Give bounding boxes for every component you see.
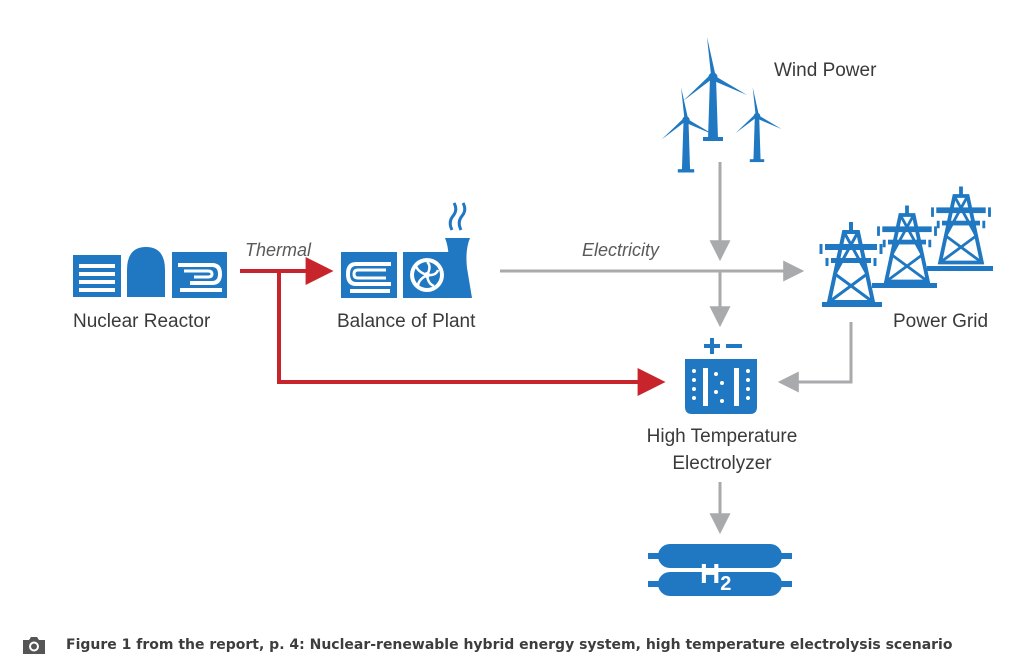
electrolyzer-label-line1: High Temperature <box>647 426 798 447</box>
electrolyzer-label-line2: Electrolyzer <box>672 453 772 474</box>
nuclear-reactor-icon <box>73 247 227 298</box>
thermal-arrow-to-electrolyzer <box>277 271 666 396</box>
camera-icon <box>23 637 45 654</box>
thermal-flow-lines <box>240 257 666 396</box>
power-grid-icon <box>819 184 993 307</box>
balance-of-plant-label: Balance of Plant <box>337 311 476 332</box>
electricity-label: Electricity <box>582 240 660 260</box>
nuclear-reactor-label: Nuclear Reactor <box>73 311 211 332</box>
hydrogen-symbol: H2 <box>700 558 731 595</box>
power-grid-label: Power Grid <box>893 311 988 332</box>
figure-caption: Figure 1 from the report, p. 4: Nuclear-… <box>22 630 952 660</box>
energy-system-diagram: Thermal Electricity Nuclear Reactor <box>73 37 993 596</box>
electricity-flow-lines <box>500 162 853 535</box>
wind-turbines-icon <box>661 37 782 173</box>
hydrogen-tank-icon: H2 <box>648 544 792 596</box>
electrolyzer-icon <box>685 338 757 414</box>
wind-power-label: Wind Power <box>774 60 877 81</box>
balance-of-plant-icon <box>341 202 472 298</box>
hydrogen-subscript: 2 <box>720 573 731 595</box>
caption-text: Figure 1 from the report, p. 4: Nuclear-… <box>66 637 953 653</box>
thermal-label: Thermal <box>245 240 312 260</box>
grid-arrow-to-electrolyzer <box>777 322 853 393</box>
